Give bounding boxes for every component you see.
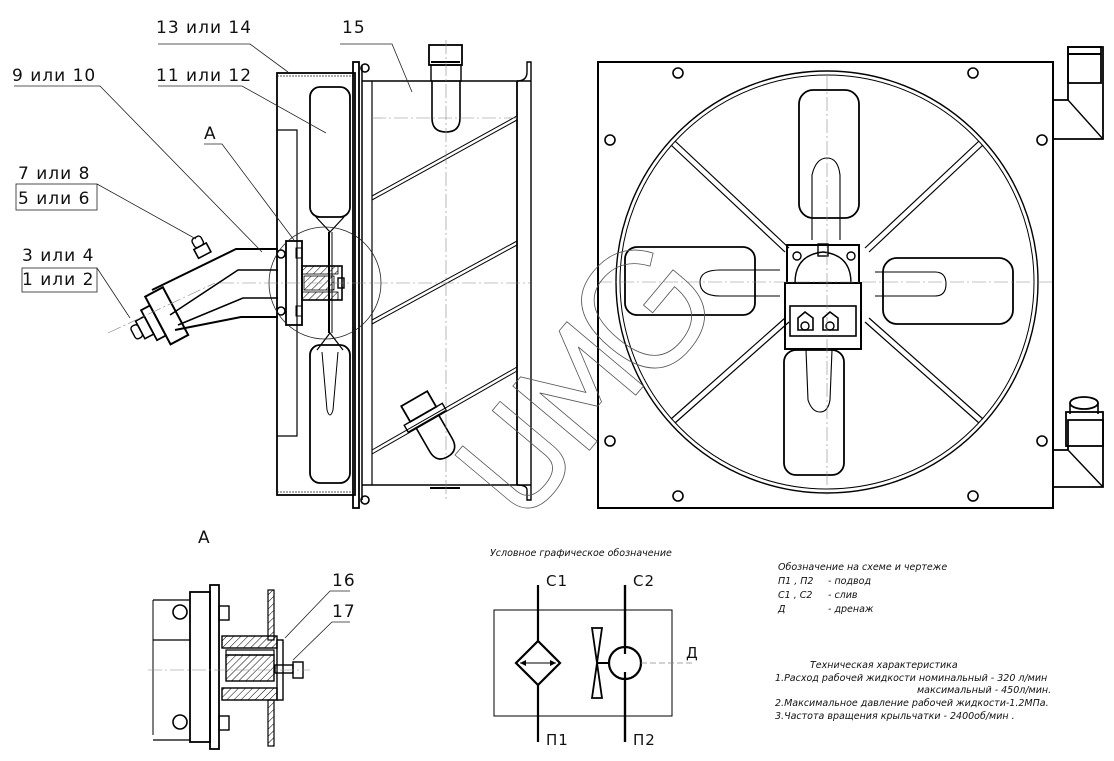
callout-7-8: 7 или 8: [18, 164, 91, 184]
legend-desc: - слив: [828, 590, 858, 601]
specs-title: Техническая характеристика: [810, 660, 958, 671]
legend-title: Обозначение на схеме и чертеже: [778, 562, 948, 573]
callout-15: 15: [342, 18, 366, 38]
callout-17: 17: [332, 602, 356, 622]
port-c1: С1: [546, 572, 569, 590]
port-d: Д: [686, 644, 699, 662]
legend-desc: - дренаж: [828, 604, 874, 615]
shroud-housing: [276, 72, 356, 496]
fan-blade: [624, 246, 756, 316]
watermark-logo: [454, 249, 705, 509]
callout-13-14: 13 или 14: [156, 18, 253, 38]
callout-1-2: 1 или 2: [22, 270, 95, 290]
legend-code: П1 , П2: [778, 576, 814, 587]
fan-blade: [309, 86, 351, 218]
spec-line: 1.Расход рабочей жидкости номинальный - …: [775, 673, 1048, 684]
bolt-icon: [360, 495, 370, 505]
hub-cap: [786, 244, 860, 284]
callout-11-12: 11 или 12: [156, 66, 253, 86]
outlet-pipe: [1053, 396, 1104, 488]
frame-plate: [597, 61, 1054, 509]
port-p2: П2: [633, 731, 656, 749]
leader-lines: [14, 43, 413, 319]
callout-16: 16: [332, 571, 356, 591]
motor-block: [784, 282, 862, 350]
fan-blade: [882, 257, 1014, 325]
bolt-icon: [360, 63, 370, 73]
frame-bolts: [604, 67, 1048, 502]
spec-line: максимальный - 450л/мин.: [917, 685, 1052, 696]
callout-9-10: 9 или 10: [12, 66, 97, 86]
detail-a-title: А: [198, 528, 211, 548]
symbol-title: Условное графическое обозначение: [490, 548, 672, 559]
callout-5-6: 5 или 6: [18, 189, 91, 209]
legend-code: Д: [778, 604, 786, 615]
bolt-icon: [276, 249, 286, 259]
fan-blade: [309, 344, 351, 484]
port-fitting: [822, 310, 839, 331]
fan-symbol: [590, 627, 604, 664]
spec-line: 2.Максимальное давление рабочей жидкости…: [775, 698, 1049, 709]
fan-blade: [798, 89, 860, 219]
bolt-icon: [276, 306, 286, 316]
hydraulic-symbol: [493, 585, 694, 742]
port-fitting: [797, 310, 814, 331]
legend-code: С1 , С2: [778, 590, 813, 601]
callout-a: А: [204, 124, 217, 144]
port-c2: С2: [633, 572, 656, 590]
legend-desc: - подвод: [828, 576, 872, 587]
detail-a-view: [148, 584, 350, 750]
hydraulic-motor: [107, 235, 278, 346]
outlet-pipe: [400, 389, 456, 460]
callout-3-4: 3 или 4: [22, 246, 95, 266]
inlet-pipe: [1053, 46, 1104, 140]
front-view: [597, 46, 1104, 509]
frame-flange: [352, 61, 360, 509]
port-p1: П1: [546, 731, 569, 749]
fan-blade: [783, 349, 845, 476]
spec-line: 3.Частота вращения крыльчатки - 2400об/м…: [775, 711, 1015, 722]
side-view: [107, 40, 532, 509]
